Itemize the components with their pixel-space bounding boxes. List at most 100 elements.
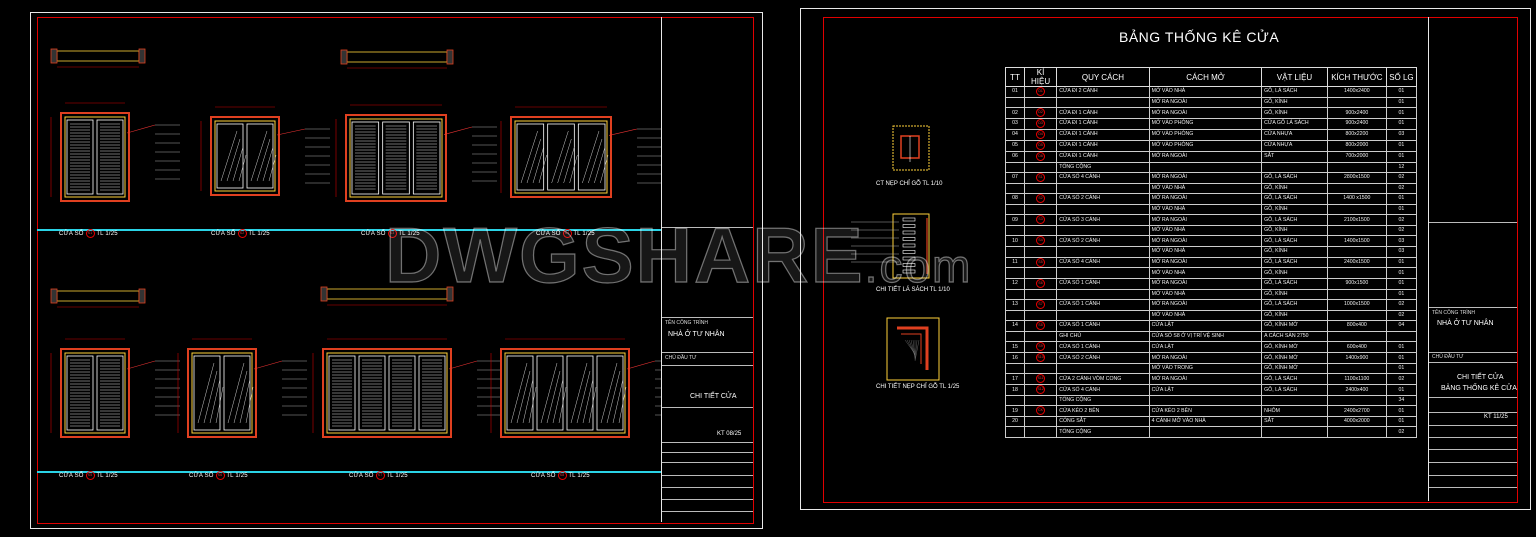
table-cell-sym: S10	[1023, 352, 1058, 364]
table-cell-tt: 15	[1005, 341, 1025, 354]
table-cell-spec: CỬA 2 CÁNH VÒM CONG	[1056, 373, 1150, 386]
table-cell-mat: GỖ, KÍNH	[1261, 267, 1328, 279]
detail-label-nep-chi: CT NẸP CHỈ GỖ TL 1/10	[876, 181, 943, 187]
table-cell-tt: 11	[1005, 256, 1025, 269]
table-cell-mat: NHÔM	[1261, 405, 1328, 418]
table-cell-spec: CỬA KÉO 2 BÊN	[1056, 405, 1150, 418]
table-cell-open	[1148, 395, 1263, 407]
table-cell-sym	[1023, 288, 1058, 300]
table-cell-qty: 02	[1385, 214, 1418, 227]
table-cell-size	[1326, 161, 1387, 173]
table-cell-tt: 08	[1005, 193, 1025, 205]
table-cell-open: MỞ RA NGOÀI	[1148, 193, 1263, 205]
table-cell-qty: 03	[1385, 246, 1418, 258]
table-cell-qty: 01	[1385, 118, 1418, 130]
door-symbol-icon: D5	[1036, 141, 1046, 150]
table-cell-mat: GỖ, KÍNH	[1261, 225, 1328, 237]
table-cell-tt: 19	[1005, 405, 1025, 418]
table-cell-sym: CK	[1023, 405, 1058, 418]
table-cell-size	[1326, 96, 1387, 109]
table-cell-size: 900x2400	[1326, 107, 1387, 120]
table-cell-mat: CỬA GỖ LÁ SÁCH	[1261, 118, 1328, 130]
table-cell-qty: 01	[1385, 416, 1418, 428]
table-cell-spec	[1056, 309, 1150, 322]
door-symbol-icon: D3	[1036, 119, 1046, 129]
table-cell-spec: CỬA SỔ 2 CÁNH	[1056, 352, 1150, 364]
table-cell-size	[1326, 288, 1387, 300]
table-cell-spec: CỬA SỔ 2 CÁNH	[1056, 193, 1150, 205]
table-cell-tt	[1005, 426, 1025, 438]
table-cell-mat: GỖ, LÁ SÁCH	[1261, 235, 1328, 248]
table-cell-qty: 01	[1385, 405, 1418, 418]
table-cell-qty: 01	[1385, 341, 1418, 354]
table-cell-spec	[1056, 203, 1150, 216]
table-cell-spec	[1056, 362, 1150, 375]
table-cell-mat: GỖ, LÁ SÁCH	[1261, 373, 1328, 386]
elevation-s8	[490, 338, 661, 438]
table-cell-tt	[1005, 288, 1025, 300]
table-cell-tt	[1005, 330, 1025, 343]
table-cell-sym	[1023, 426, 1058, 438]
table-cell-spec	[1056, 182, 1150, 195]
schedule-header-cell: KÍCH THƯỚC	[1326, 67, 1387, 87]
table-cell-size: 1000x1500	[1326, 298, 1387, 311]
table-cell-tt: 09	[1005, 214, 1025, 227]
table-cell-open	[1148, 161, 1263, 173]
table-cell-mat: GỖ, KÍNH MỜ	[1261, 320, 1328, 332]
table-cell-qty: 01	[1385, 96, 1418, 109]
table-cell-sym: S9	[1023, 341, 1058, 354]
window-elevations	[50, 48, 661, 438]
table-cell-spec: CỬA SỔ 2 CÁNH	[1056, 235, 1150, 248]
table-cell-qty: 01	[1385, 139, 1418, 152]
door-symbol-icon: S9	[1036, 342, 1046, 352]
table-cell-mat: GỖ, KÍNH	[1261, 203, 1328, 216]
table-cell-mat: GỖ, KÍNH	[1261, 107, 1328, 120]
door-symbol-icon: CK	[1036, 406, 1046, 416]
table-cell-qty: 01	[1385, 267, 1418, 279]
table-cell-mat: GỖ, KÍNH	[1261, 246, 1328, 258]
table-cell-open: MỞ RA NGOÀI	[1148, 107, 1263, 120]
schedule-header-cell: TT	[1005, 67, 1025, 87]
table-cell-sym	[1023, 161, 1058, 173]
table-cell-size	[1326, 246, 1387, 258]
table-cell-sym: S4	[1023, 235, 1058, 248]
table-cell-open: MỞ VÀO PHÒNG	[1148, 128, 1263, 141]
table-cell-size: 600x400	[1326, 341, 1387, 354]
table-cell-spec	[1056, 96, 1150, 109]
elevation-label-s1: CỬA SỔ S1 TL 1/25	[59, 229, 118, 238]
table-cell-sym: S11	[1023, 373, 1058, 386]
door-symbol-icon: S4	[1036, 236, 1046, 246]
table-cell-spec: GHI CHÚ	[1056, 330, 1150, 343]
table-cell-spec: CỬA SỔ 1 CÁNH	[1056, 320, 1150, 332]
door-symbol-icon: S11	[1036, 374, 1046, 384]
table-cell-tt: 14	[1005, 320, 1025, 332]
elevation-s1	[50, 102, 180, 202]
table-cell-mat: GỖ, KÍNH	[1261, 96, 1328, 109]
elevation-s2	[200, 106, 330, 196]
table-cell-tt: 17	[1005, 373, 1025, 386]
table-cell-qty: 01	[1385, 256, 1418, 269]
watermark: DWGSHARE.com	[384, 210, 973, 299]
right-drawing-sheet: TÊN CÔNG TRÌNH NHÀ Ở TƯ NHÂN CHỦ ĐẦU TƯ …	[800, 8, 1531, 510]
table-cell-open: CỬA LẬT	[1148, 320, 1263, 332]
table-cell-open: MỞ VÀO NHÀ	[1148, 182, 1263, 195]
table-cell-mat	[1261, 161, 1328, 173]
table-cell-mat: GỖ, KÍNH	[1261, 309, 1328, 322]
table-cell-tt: 20	[1005, 416, 1025, 428]
schedule-header-cell: VẬT LIỆU	[1261, 67, 1328, 87]
table-cell-sym	[1023, 330, 1058, 343]
left-sheet-number: KT 08/25	[717, 431, 742, 437]
table-cell-spec: CỬA SỔ 1 CÁNH	[1056, 298, 1150, 311]
detail-label-la-sach: CHI TIẾT LÁ SÁCH TL 1/10	[876, 287, 950, 293]
table-cell-sym	[1023, 362, 1058, 375]
